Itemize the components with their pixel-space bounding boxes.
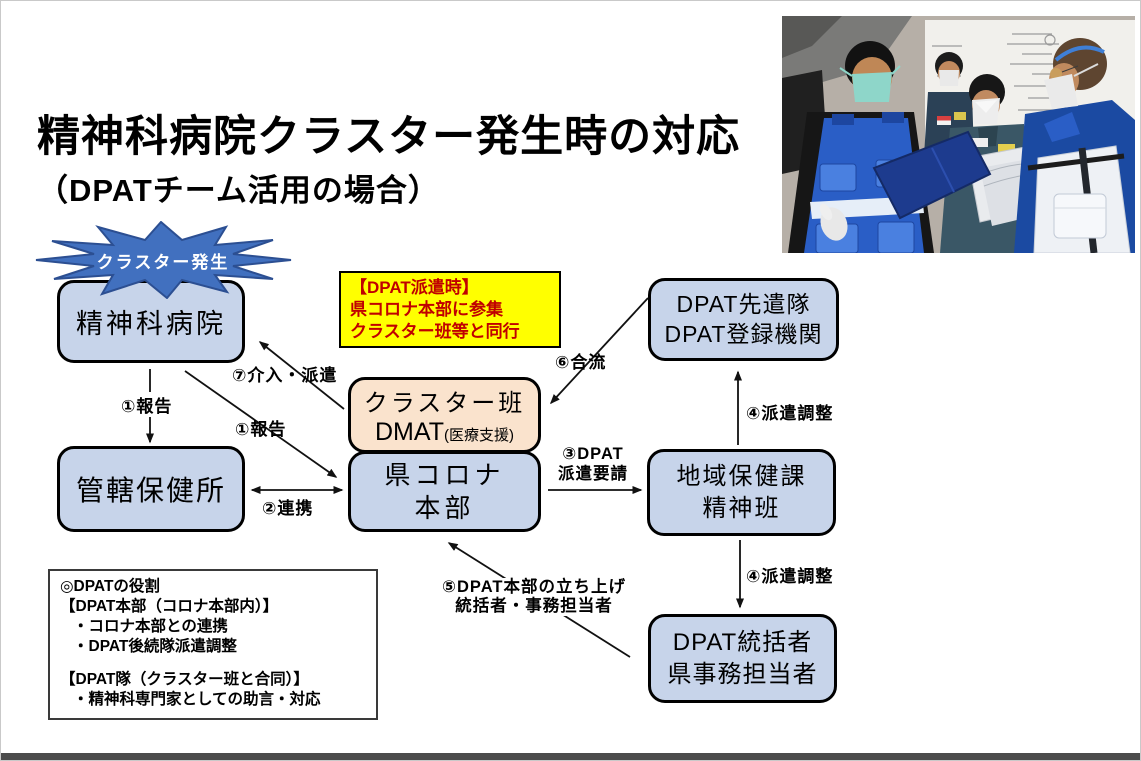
arrow-report-to-corona-hq	[184, 370, 338, 478]
node-dpat-coordinator: DPAT統括者 県事務担当者	[648, 614, 837, 703]
role-line4: ・DPAT後続隊派遣調整	[73, 638, 237, 655]
note-line2: 県コロナ本部に参集	[350, 300, 503, 319]
node-psychiatric-hospital-label: 精神科病院	[76, 309, 226, 339]
dpat-dispatch-note: 【DPAT派遣時】 県コロナ本部に参集 クラスター班等と同行	[339, 271, 561, 348]
node-regional-health-line1: 地域保健課	[676, 463, 807, 491]
title-line2: （DPATチーム活用の場合）	[37, 173, 440, 209]
arrow-join-cluster-team	[549, 297, 649, 405]
photo-person-left	[788, 41, 992, 253]
label-dispatch-adjust-4b: ④派遣調整	[746, 567, 834, 586]
label-hq-setup-5-line1: ⑤DPAT本部の立ち上げ	[442, 578, 626, 596]
node-dpat-coordinator-line2: 県事務担当者	[667, 660, 818, 688]
note-line1: 【DPAT派遣時】	[350, 278, 479, 297]
node-dpat-advance-line2: DPAT登録機関	[664, 320, 823, 347]
label-dispatch-adjust-4a: ④派遣調整	[746, 404, 834, 423]
starburst-label: クラスター発生	[96, 252, 230, 272]
node-pref-corona-hq-line1: 県コロナ	[384, 460, 505, 490]
node-regional-health-division: 地域保健課 精神班	[647, 449, 836, 536]
node-pref-corona-hq: 県コロナ 本部	[348, 451, 541, 532]
label-dispatch-request-3-line1: ③DPAT	[562, 445, 624, 463]
node-health-center: 管轄保健所	[57, 446, 245, 532]
node-dpat-advance-line1: DPAT先遣隊	[676, 290, 811, 317]
page-title: 精神科病院クラスター発生時の対応 （DPATチーム活用の場合）	[37, 113, 740, 210]
label-dispatch-request-3-line2: 派遣要請	[558, 465, 628, 483]
label-report-1b: ①報告	[235, 420, 287, 439]
window-edge-bar	[1, 753, 1140, 760]
node-psychiatric-hospital: 精神科病院	[57, 280, 245, 363]
node-regional-health-line2: 精神班	[702, 494, 781, 522]
role-line5: 【DPAT隊（クラスター班と合同）】	[60, 671, 309, 688]
node-cluster-team-line2: DMAT(医療支援)	[375, 418, 514, 447]
dmat-subtext: (医療支援)	[443, 427, 514, 444]
starburst-polygon	[35, 221, 292, 299]
photo-person-right	[1014, 38, 1135, 253]
label-join-6: ⑥合流	[555, 353, 607, 372]
photo-wall-corner	[782, 16, 842, 58]
label-coordination-2: ②連携	[262, 499, 314, 518]
label-dispatch-request-3: ③DPAT 派遣要請	[542, 444, 644, 484]
arrow-intervention-dispatch	[258, 341, 345, 410]
label-report-1a: ①報告	[118, 392, 176, 417]
node-health-center-label: 管轄保健所	[75, 475, 226, 506]
title-line1: 精神科病院クラスター発生時の対応	[37, 113, 741, 161]
node-cluster-team-line1: クラスター班	[363, 390, 526, 417]
role-line3: ・コロナ本部との連携	[73, 618, 228, 635]
label-intervention-7: ⑦介入・派遣	[232, 366, 338, 385]
dmat-text: DMAT	[375, 418, 444, 446]
role-line6: ・精神科専門家としての助言・対応	[73, 691, 321, 708]
node-dpat-advance-team: DPAT先遣隊 DPAT登録機関	[648, 278, 839, 361]
node-pref-corona-hq-line2: 本部	[414, 492, 475, 523]
note-line3: クラスター班等と同行	[350, 322, 520, 341]
role-line2: 【DPAT本部（コロナ本部内）】	[60, 598, 279, 615]
dpat-roles-box: ◎DPATの役割 【DPAT本部（コロナ本部内）】 ・コロナ本部との連携 ・DP…	[48, 569, 378, 720]
role-line1: ◎DPATの役割	[60, 578, 160, 595]
label-hq-setup-5-line2: 統括者・事務担当者	[455, 597, 613, 615]
photo-blue-folder	[872, 130, 992, 220]
starburst-shape	[35, 221, 292, 299]
node-dpat-coordinator-line1: DPAT統括者	[672, 629, 813, 657]
photo-dpat-team-meeting	[782, 16, 1135, 253]
label-hq-setup-5: ⑤DPAT本部の立ち上げ 統括者・事務担当者	[414, 578, 654, 616]
